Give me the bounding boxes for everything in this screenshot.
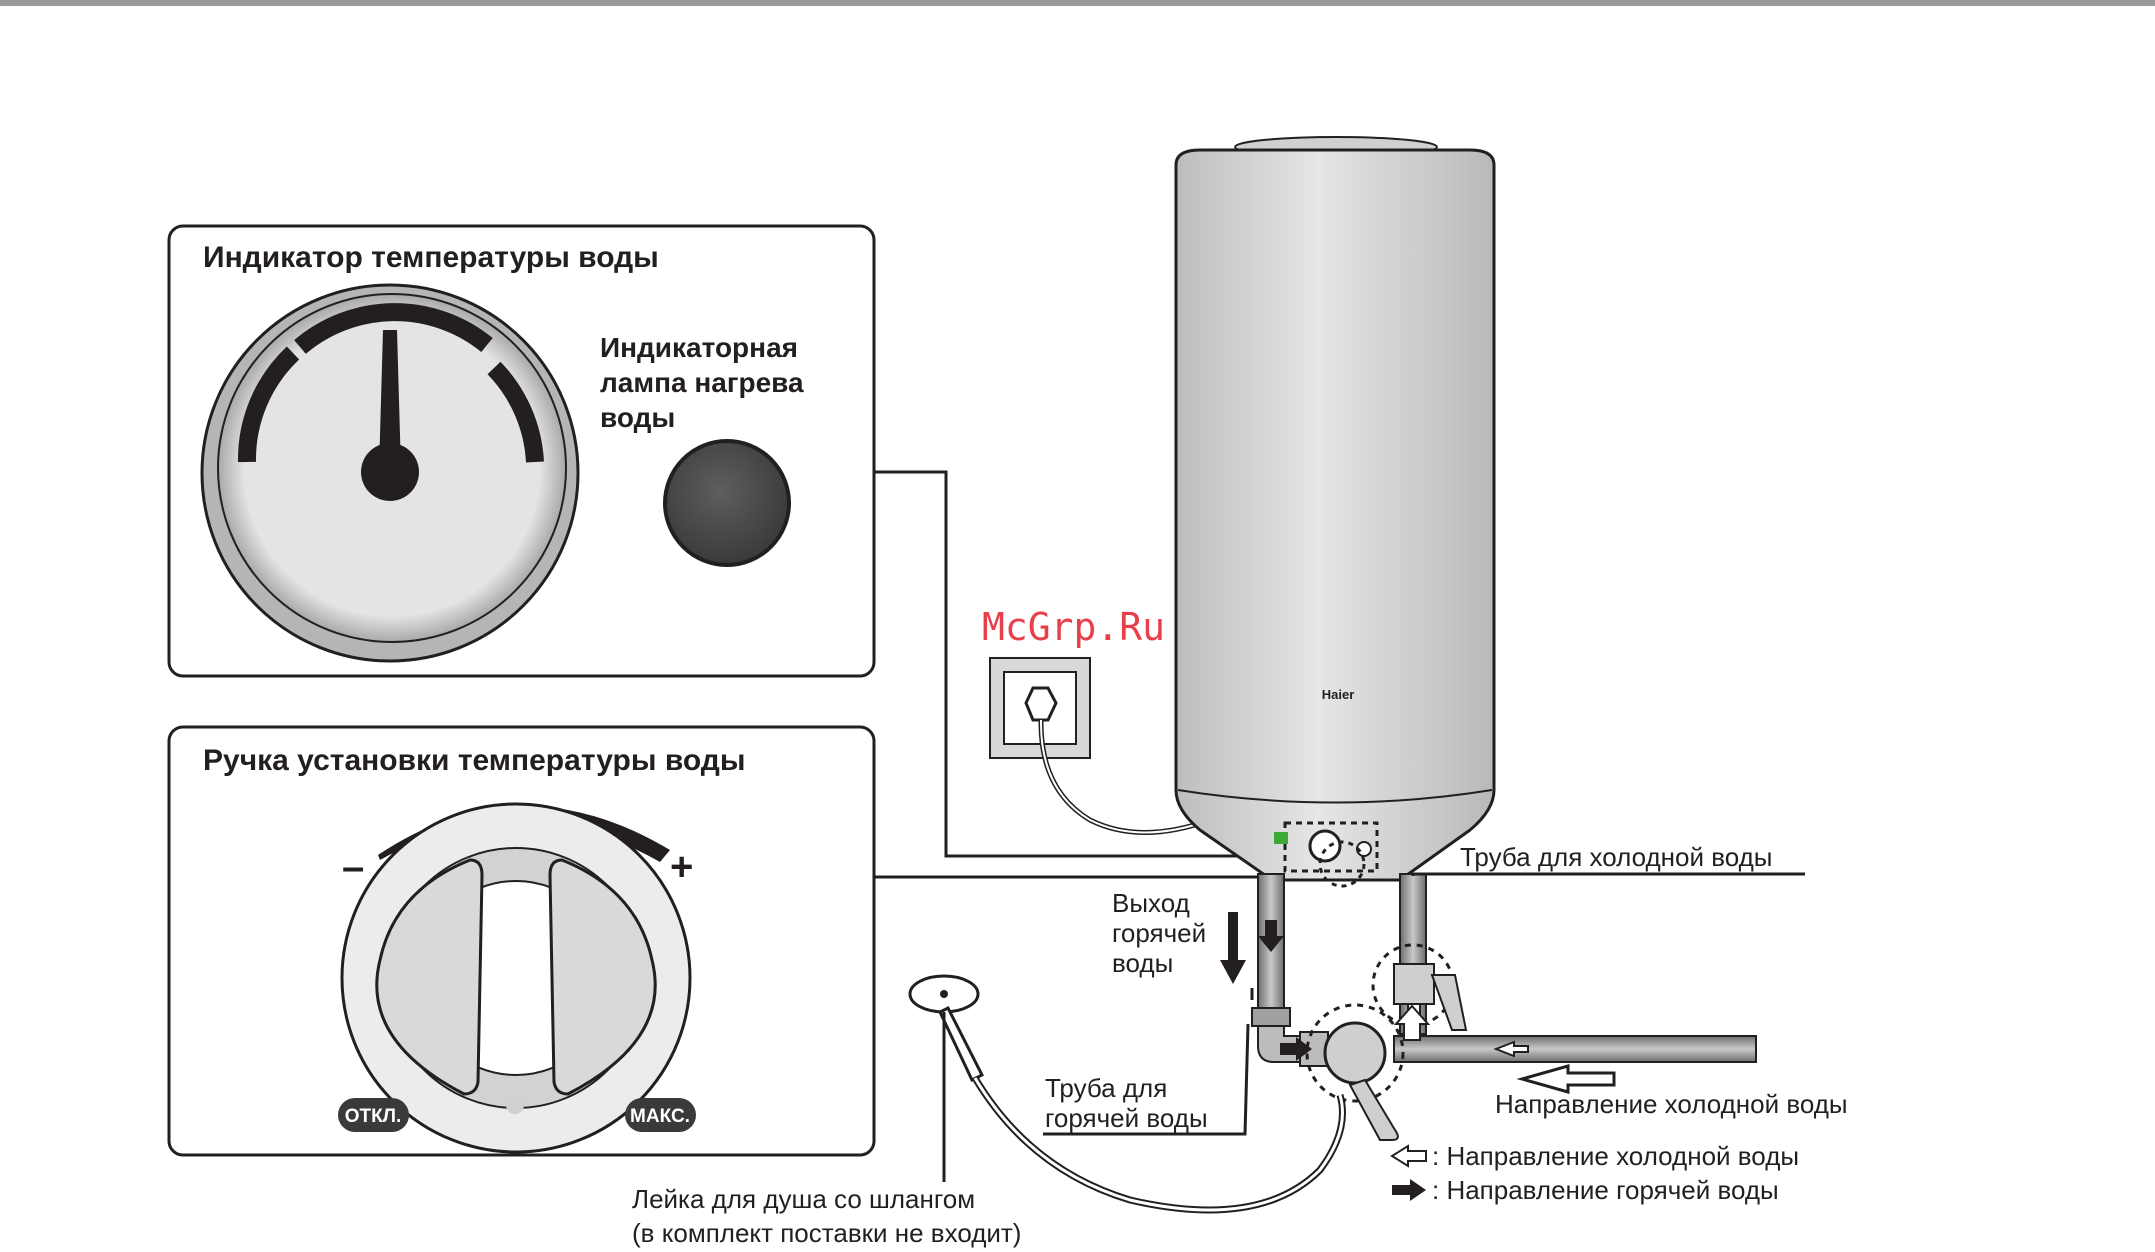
knob-minus-sign: – xyxy=(342,845,364,889)
gauge-scale-top xyxy=(294,303,493,354)
off-badge xyxy=(338,1098,409,1132)
knob-grip-left xyxy=(375,858,484,1096)
hot-outlet-label-1: Выход xyxy=(1112,888,1190,918)
lamp-label-line1: Индикаторная xyxy=(600,332,798,363)
hot-outlet-label-2: горячей xyxy=(1112,918,1206,948)
mini-knob-highlight xyxy=(1318,840,1366,888)
hot-pipe-elbow xyxy=(1257,1021,1301,1063)
gauge-scale-left xyxy=(237,346,300,463)
temperature-knob[interactable] xyxy=(340,802,692,1154)
hot-outlet-arrow xyxy=(1220,912,1246,984)
green-indicator xyxy=(1274,832,1288,844)
panel-title: Индикатор температуры воды xyxy=(203,241,659,274)
temperature-gauge xyxy=(200,283,580,663)
max-badge xyxy=(625,1098,696,1132)
cold-water-pipe xyxy=(1399,873,1427,1035)
watermark: McGrp.Ru xyxy=(982,605,1165,649)
panel-title-knob: Ручка установки температуры воды xyxy=(203,744,745,777)
cold-supply-pipe xyxy=(1393,1035,1757,1063)
lamp-label-line3: воды xyxy=(600,402,675,433)
hot-flow-arrow xyxy=(1258,920,1284,952)
knob-grip-right xyxy=(548,858,657,1096)
cold-pipe-leader xyxy=(1411,872,1805,876)
legend-hot-label: : Направление горячей воды xyxy=(1432,1175,1779,1205)
cold-direction-label: Направление холодной воды xyxy=(1495,1089,1848,1119)
gauge-scale-right xyxy=(487,361,544,463)
tank-body xyxy=(1174,148,1496,882)
lamp-label-line2: лампа нагрева xyxy=(600,367,804,398)
hot-pipe-leader xyxy=(1043,1023,1250,1136)
temperature-indicator-panel: Индикатор температуры воды Индикаторная … xyxy=(167,224,876,678)
mixing-valve xyxy=(1299,1003,1405,1141)
hot-outlet-label-3: воды xyxy=(1112,948,1173,978)
cold-direction-arrow xyxy=(1516,1064,1616,1094)
brand-logo: Haier xyxy=(1322,687,1355,702)
cold-pipe-arrow xyxy=(1493,1040,1529,1058)
legend-cold-label: : Направление холодной воды xyxy=(1432,1141,1799,1171)
top-rule xyxy=(0,0,2155,6)
water-heater: Haier xyxy=(1174,136,1496,888)
shower-label-1: Лейка для душа со шлангом xyxy=(632,1184,975,1214)
off-label: ОТКЛ. xyxy=(345,1106,402,1127)
hot-pipe-coupling xyxy=(1251,1007,1291,1027)
cold-up-arrow xyxy=(1393,1004,1431,1041)
hot-elbow-arrow xyxy=(1280,1037,1312,1061)
power-socket xyxy=(989,657,1211,835)
tank-bottom-cap xyxy=(1177,789,1493,804)
shower-head xyxy=(908,974,985,1083)
gauge-needle xyxy=(379,330,401,470)
temperature-knob-panel: Ручка установки температуры воды – + ОТК… xyxy=(167,725,876,1157)
mini-gauge xyxy=(1308,829,1342,863)
max-label: МАКС. xyxy=(630,1106,690,1127)
hot-pipe-label-2: горячей воды xyxy=(1045,1103,1208,1133)
control-cluster-outline xyxy=(1283,821,1379,873)
hot-pipe-label-1: Труба для xyxy=(1045,1073,1167,1103)
legend-hot-arrow xyxy=(1392,1179,1426,1201)
gauge-hub xyxy=(361,443,419,501)
shower-label-2: (в комплект поставки не входит) xyxy=(632,1218,1021,1248)
knob-indicator-dot xyxy=(506,1096,524,1114)
knob-plus-sign: + xyxy=(670,845,693,889)
indicator-leader-line xyxy=(874,470,1312,858)
heating-lamp xyxy=(663,439,791,567)
cold-pipe-label: Труба для холодной воды xyxy=(1460,842,1772,872)
legend-cold-arrow xyxy=(1390,1144,1427,1168)
